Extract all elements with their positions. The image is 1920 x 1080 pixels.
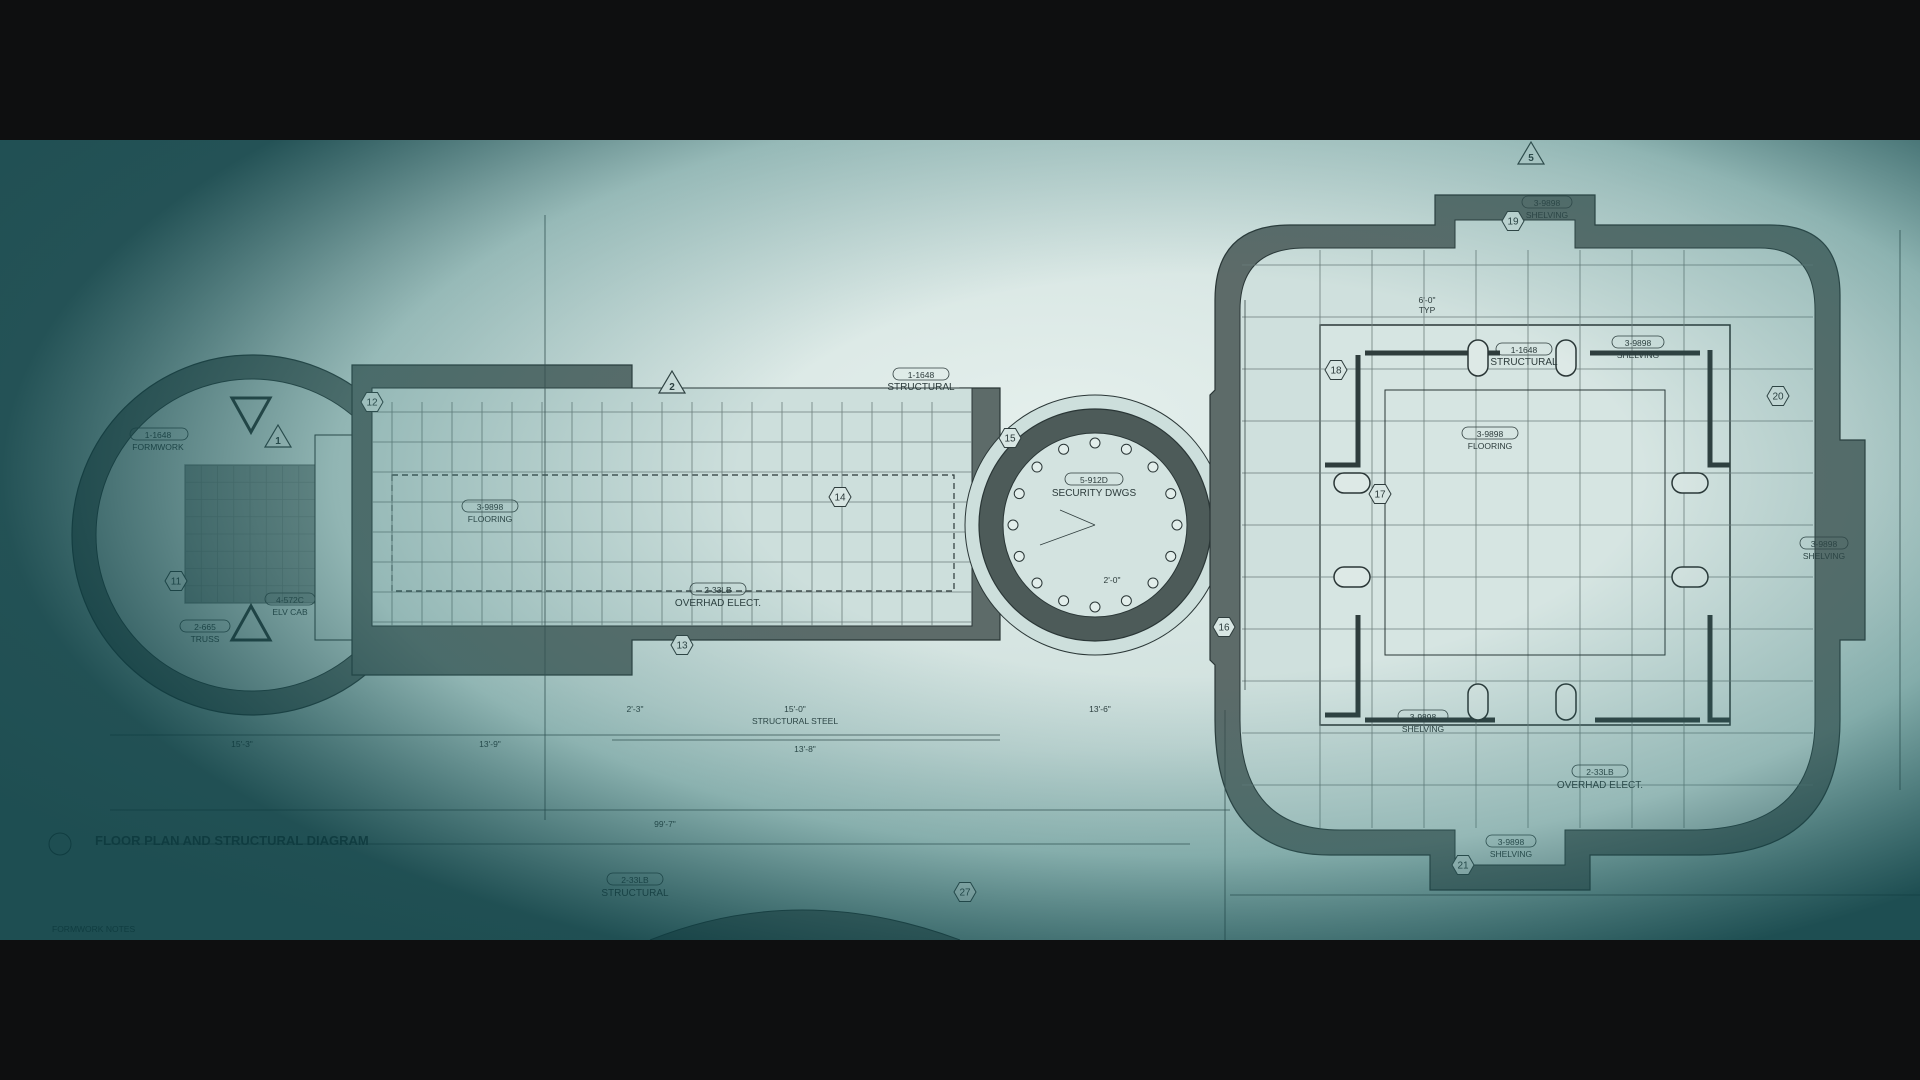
callout-code: 3-9898 — [1477, 429, 1504, 439]
hex-marker-icon: 17 — [1368, 484, 1392, 504]
hex-marker-icon: 18 — [1324, 360, 1348, 380]
callout-text: SHELVING — [1490, 849, 1532, 859]
callout-code: 4-572C — [276, 595, 304, 605]
dimension-label: 13'-9" — [479, 739, 501, 749]
callout-text: OVERHAD ELECT. — [675, 598, 761, 609]
dimension-label: 99'-7" — [654, 819, 676, 829]
dimension-label: 2'-3" — [627, 704, 644, 714]
blueprint-frame: 1-1648 FORMWORK 4-572C ELV CAB 2-665 TRU… — [0, 140, 1920, 940]
callout-text: STRUCTURAL — [887, 382, 955, 393]
dimension-label: 13'-6" — [1089, 704, 1111, 714]
notes-heading: FORMWORK NOTES — [52, 924, 135, 934]
corridor — [351, 364, 1001, 676]
letterbox-top — [0, 0, 1920, 140]
dimension-label: 13'-8" — [794, 744, 816, 754]
svg-text:5: 5 — [1528, 153, 1534, 164]
callout-code: 3-9898 — [1625, 338, 1652, 348]
svg-text:15: 15 — [1004, 434, 1016, 445]
letterbox-bottom — [0, 940, 1920, 1080]
hex-marker-icon: 13 — [670, 635, 694, 655]
callout-code: 3-9898 — [477, 502, 504, 512]
dimension-label: 15'-0" — [784, 704, 806, 714]
svg-text:18: 18 — [1330, 366, 1342, 377]
callout-code: 3-9898 — [1498, 837, 1525, 847]
svg-text:2: 2 — [669, 382, 675, 393]
svg-text:21: 21 — [1457, 861, 1469, 872]
hex-marker-icon: 11 — [164, 571, 188, 591]
callout-code: 5-912D — [1080, 475, 1108, 485]
floor-plan-drawing: 1-1648 FORMWORK 4-572C ELV CAB 2-665 TRU… — [0, 140, 1920, 940]
svg-text:11: 11 — [171, 577, 182, 588]
callout-code: 2-33LB — [704, 585, 732, 595]
callout-text: SHELVING — [1526, 210, 1568, 220]
callout-text: SECURITY DWGS — [1052, 488, 1137, 499]
callout-code: 2-33LB — [1586, 767, 1614, 777]
callout-text: ELV CAB — [272, 607, 308, 617]
callout-code: 1-1648 — [1511, 345, 1538, 355]
svg-text:12: 12 — [366, 398, 378, 409]
callout-code: 3-9898 — [1410, 712, 1437, 722]
callout-code: 2-33LB — [621, 875, 649, 885]
svg-text:13: 13 — [676, 641, 688, 652]
callout-text: OVERHAD ELECT. — [1557, 780, 1643, 791]
hex-marker-icon: 19 — [1501, 211, 1525, 231]
svg-text:1: 1 — [275, 436, 281, 447]
callout-text: FLOORING — [468, 514, 512, 524]
callout-text: FORMWORK — [132, 442, 184, 452]
callout-text: TRUSS — [191, 634, 220, 644]
callout-text: STRUCTURAL — [1490, 357, 1558, 368]
drawing-title: FLOOR PLAN AND STRUCTURAL DIAGRAM — [95, 833, 369, 848]
right-vault — [1209, 194, 1866, 891]
callout-text: SHELVING — [1402, 724, 1444, 734]
callout-text: STRUCTURAL — [601, 888, 669, 899]
hex-marker-icon: 21 — [1451, 855, 1475, 875]
dimension-label: 6'-0" — [1419, 295, 1436, 305]
callout-code: 1-1648 — [908, 370, 935, 380]
callout-code: 2-665 — [194, 622, 216, 632]
hex-marker-icon: 16 — [1212, 617, 1236, 637]
hex-marker-icon: 12 — [360, 392, 384, 412]
svg-text:17: 17 — [1374, 490, 1386, 501]
dimension-label: TYP — [1419, 305, 1436, 315]
hex-marker-icon: 15 — [998, 428, 1022, 448]
svg-text:16: 16 — [1218, 623, 1230, 634]
callout-code: 1-1648 — [145, 430, 172, 440]
hex-marker-icon: 27 — [953, 882, 977, 902]
callout-code: 3-9898 — [1811, 539, 1838, 549]
svg-text:19: 19 — [1507, 217, 1519, 228]
callout-code: 3-9898 — [1534, 198, 1561, 208]
dimension-label: STRUCTURAL STEEL — [752, 716, 838, 726]
callout-text: SHELVING — [1803, 551, 1845, 561]
svg-text:14: 14 — [834, 493, 846, 504]
callout-text: FLOORING — [1468, 441, 1512, 451]
dimension-label: 2'-0" — [1104, 575, 1121, 585]
svg-text:20: 20 — [1772, 392, 1784, 403]
svg-text:27: 27 — [959, 888, 971, 899]
dimension-label: 15'-3" — [231, 739, 253, 749]
callout-text: SHELVING — [1617, 350, 1659, 360]
hex-marker-icon: 20 — [1766, 386, 1790, 406]
hex-marker-icon: 14 — [828, 487, 852, 507]
